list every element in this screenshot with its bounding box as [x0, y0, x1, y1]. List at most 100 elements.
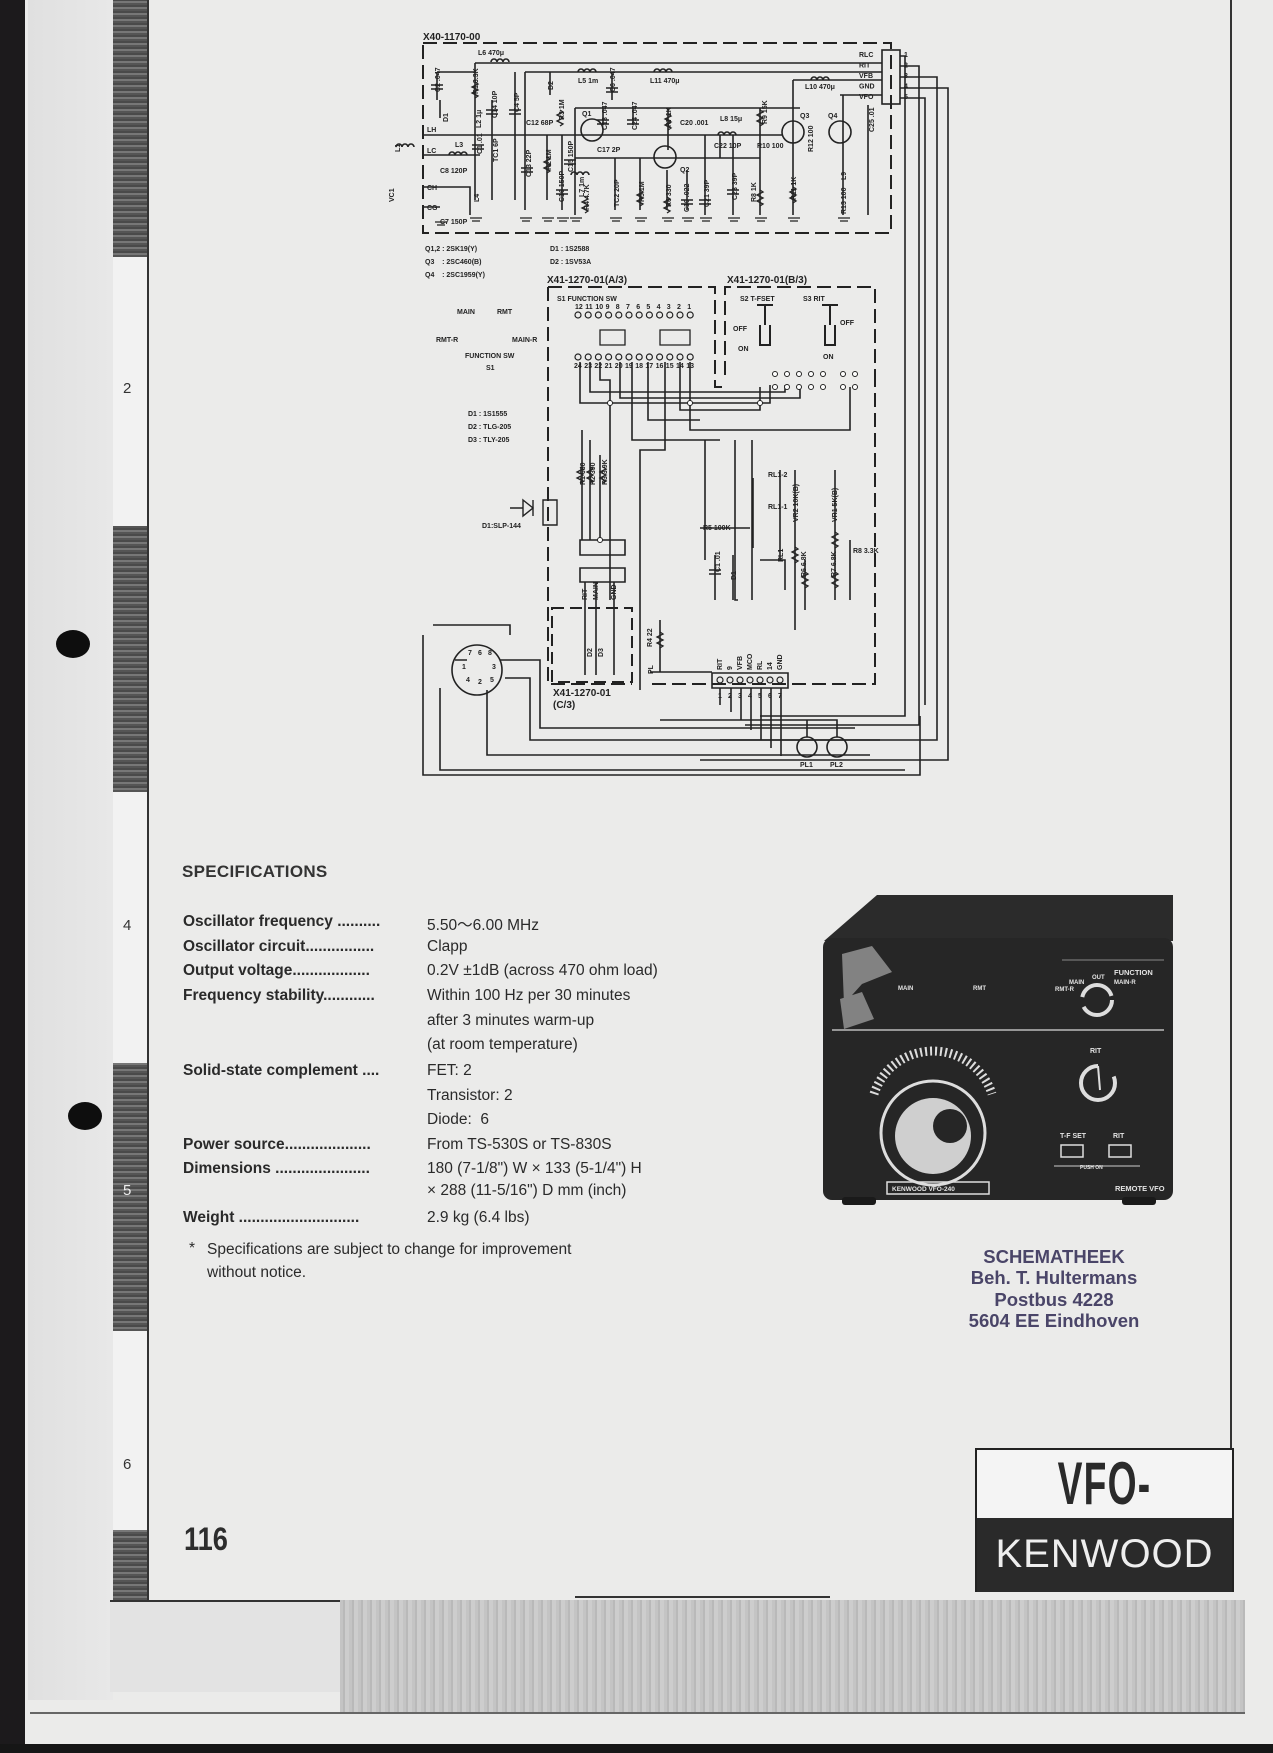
component-label: R5 1M: [639, 181, 646, 202]
brand-logo: KENWOOD: [995, 1532, 1214, 1576]
component-label: RMT: [497, 309, 513, 316]
component-label: RMT-R: [436, 337, 458, 344]
pin-number: 1: [687, 304, 691, 311]
junction: [820, 371, 826, 377]
component-label: C21 39P: [704, 179, 711, 207]
spec-value: Clapp: [427, 938, 468, 955]
component-label: LC: [427, 148, 436, 155]
capacitor-symbol: [681, 199, 693, 205]
label-main-r: MAIN-R: [1114, 980, 1136, 986]
component-label: R3 1M: [559, 99, 566, 120]
connector-pin-label: 14: [767, 662, 774, 670]
connector-pin-number: 4: [748, 693, 752, 700]
tab-number: 2: [123, 380, 132, 397]
pin-number: 10: [595, 304, 603, 311]
switch-pin: [594, 311, 603, 319]
component-label: RIT: [582, 588, 589, 600]
board-c3-outline: [551, 607, 633, 683]
switch-pin: [655, 353, 664, 361]
tab-number: 5: [123, 1182, 132, 1199]
component-label: S1: [486, 365, 495, 372]
product-photo: MAIN RMT FUNCTION MAIN OUT MAIN-R RMT-R …: [823, 895, 1173, 1205]
connector-pin-number: 6: [768, 693, 772, 700]
resistor-symbol: [585, 466, 595, 484]
din-pin: 8: [488, 650, 492, 657]
component-label: R7 6.8K: [831, 551, 838, 577]
component-label: C2 .047: [435, 67, 442, 92]
component-label: D1: [443, 113, 450, 122]
nameplate: KENWOOD VFO-240: [892, 1186, 955, 1193]
junction: [687, 400, 693, 406]
pin-number: 7: [626, 304, 630, 311]
connector-pin-label: VFB: [859, 73, 873, 80]
junction: [757, 400, 763, 406]
scan-edge: [0, 1744, 1273, 1753]
component-label: D1: [731, 571, 738, 580]
component-label: FUNCTION SW: [465, 353, 515, 360]
din-pin: 4: [466, 677, 470, 684]
resistor-symbol: [790, 546, 800, 564]
junction: [772, 371, 778, 377]
spec-label: Power source....................: [183, 1136, 371, 1153]
footer-rule: [575, 1596, 830, 1598]
switch-pin: [645, 353, 654, 361]
pin-number: 14: [676, 363, 684, 370]
connector-pin-number: 7: [778, 693, 782, 700]
component-label: OFF: [840, 320, 855, 327]
connector-pin-label: GND: [777, 654, 784, 670]
brand-bar: KENWOOD: [977, 1518, 1232, 1592]
pin-number: 11: [585, 304, 593, 311]
margin-bleed-through: [28, 0, 113, 1700]
punch-hole: [56, 630, 90, 658]
board-label-a: X41-1270-01(A/3): [547, 275, 627, 286]
component-label: L4: [474, 194, 481, 202]
component-label: L2 1μ: [476, 110, 483, 128]
page-number: 116: [184, 1521, 228, 1557]
board-label-c: (C/3): [553, 700, 575, 711]
component-label: R12 100: [808, 125, 815, 152]
switch-pin: [686, 311, 694, 319]
component-label: L5 1m: [578, 78, 598, 85]
connector-pin-number: 2: [728, 693, 732, 700]
capacitor-symbol: [606, 87, 618, 93]
junction: [808, 371, 814, 377]
board-label-c: X41-1270-01: [553, 688, 611, 699]
spec-label: Dimensions ......................: [183, 1160, 370, 1177]
component-label: R10 100: [757, 143, 784, 150]
component-label: L3: [455, 142, 463, 149]
note-asterisk: *: [189, 1240, 196, 1257]
switch-pin: [655, 311, 664, 319]
label-main: MAIN: [1069, 980, 1084, 986]
board-x41-outline: [547, 286, 876, 685]
tab-block: [113, 526, 147, 792]
spec-value: after 3 minutes warm-up: [427, 1011, 595, 1029]
spec-label: Output voltage..................: [183, 962, 370, 979]
component-label: R11 1K: [791, 177, 798, 200]
capacitor-symbol: [709, 569, 721, 575]
inductor-symbol: [490, 58, 510, 63]
inductor-symbol: [653, 68, 673, 73]
resistor-symbol: [470, 81, 480, 99]
connector-pin: [766, 676, 774, 684]
junction: [808, 384, 814, 390]
junction: [796, 371, 802, 377]
switch-pin: [645, 311, 654, 319]
connector-pin-label: VFO: [859, 94, 874, 101]
component-label: Q3: [800, 113, 809, 120]
switch-pin: [666, 311, 674, 319]
resistor-symbol: [542, 156, 552, 174]
component-label: R6 330: [666, 184, 673, 207]
switch-pin: [574, 353, 582, 361]
component-label: PL: [648, 664, 655, 674]
switch-pin: [584, 311, 592, 319]
component-label: ON: [823, 354, 834, 361]
connector-pin-label: RLC: [859, 52, 873, 59]
board-x40-outline: [422, 42, 892, 234]
connector-pin-number: 3: [738, 693, 742, 700]
connector-pin: [746, 676, 754, 684]
resistor-symbol: [635, 189, 645, 207]
pin-number: 23: [584, 363, 592, 370]
spec-label: Oscillator circuit................: [183, 938, 375, 955]
